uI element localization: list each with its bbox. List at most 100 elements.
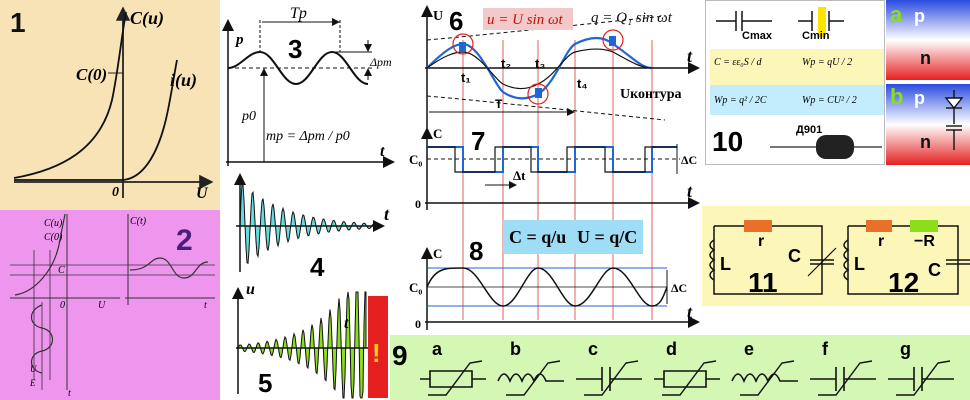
panel-11-12-circuits: r L C 11 r −R L C 12 [702,206,970,306]
svg-text:C: C [788,246,801,266]
svg-text:ΔC: ΔC [681,153,697,167]
cmax-label: Cmax [742,30,773,42]
svg-text:C: C [58,265,65,276]
symbol-label: g [900,339,911,359]
svg-text:a: a [890,2,903,27]
svg-text:C: C [928,260,941,280]
svg-text:q = Q₁ sin ωt: q = Q₁ sin ωt [591,10,673,26]
svg-text:Wp = qU / 2: Wp = qU / 2 [802,57,852,68]
svg-text:t: t [384,204,390,224]
circuit-12: r −R L C 12 [843,220,970,298]
panel-number: 4 [310,252,325,280]
svg-text:U: U [98,300,106,311]
varicap-photo-icon [770,135,882,159]
svg-text:C(0): C(0) [76,65,107,84]
svg-text:t₄: t₄ [577,76,588,91]
growing-wave [237,291,367,399]
cu-curve [13,11,127,179]
svg-text:t: t [687,181,693,201]
panel-10-formulas: Cmax Cmin C = εε₀S / d Wp = qU / 2 Wp = … [705,0,885,165]
svg-text:C(u): C(u) [130,8,164,29]
svg-text:t₂: t₂ [501,56,511,71]
panel-number: 2 [176,224,193,257]
svg-text:n: n [920,132,931,152]
panel-1-graph: 1 C(u) C(0) i(u) 0 U [10,6,214,202]
svg-text:t: t [344,315,349,332]
panel-number: 8 [469,236,483,266]
svg-text:C(u): C(u) [44,218,63,229]
svg-text:n: n [920,48,931,68]
svg-text:0: 0 [415,197,421,211]
symbol-g: g [888,339,954,396]
svg-text:C(0): C(0) [44,232,63,243]
svg-text:Uконтура: Uконтура [620,87,682,102]
svg-text:t: t [68,388,71,399]
svg-text:U: U [30,364,37,374]
panel-1-cv-characteristic: 1 C(u) C(0) i(u) 0 U [0,0,220,210]
svg-text:L: L [854,254,865,274]
svg-text:U: U [433,9,443,24]
svg-text:p0: p0 [241,109,256,124]
panel-10-graph: Cmax Cmin C = εε₀S / d Wp = qU / 2 Wp = … [710,7,884,159]
svg-text:Δt: Δt [513,168,526,183]
svg-text:ΔC: ΔC [671,281,687,295]
symbol-label: c [588,339,598,359]
svg-text:mp = Δpm / p0: mp = Δpm / p0 [266,129,350,144]
symbol-label: b [510,339,521,359]
svg-text:Wp = CU² / 2: Wp = CU² / 2 [802,95,857,106]
svg-text:C = εε₀S / d: C = εε₀S / d [714,57,763,68]
svg-text:C: C [433,246,442,261]
svg-text:t: t [687,302,693,322]
svg-text:p: p [234,32,244,48]
timing-graph: U 6 u = U sin ωt q = Q₁ sin ωt t t₁ t₂ t… [409,5,700,331]
svg-text:p: p [914,6,925,26]
panel-3-graph: Tp p 3 Δpm p0 mp = Δpm / p0 t [222,5,395,168]
panel-5-graph: u t 5 ! [232,281,388,399]
warning-bar [368,296,388,398]
panel-number: 11 [748,267,778,298]
symbol-label: a [432,339,443,359]
svg-text:U: U [196,185,209,202]
panel-4-damped-oscillation: t 4 [232,172,400,280]
svg-text:u = U sin ωt: u = U sin ωt [487,12,564,28]
svg-text:r: r [878,233,884,250]
svg-text:b: b [890,84,903,109]
svg-text:p: p [914,88,925,108]
svg-text:E: E [29,378,36,388]
panel-number: 12 [888,267,919,298]
symbol-d: d [654,339,720,396]
panel-5-growing-oscillation: u t 5 ! [232,280,390,400]
diode-icon [944,90,964,150]
panel-number: 9 [392,340,408,371]
circuit-11: r L C 11 [709,220,837,298]
panel-number: 7 [471,126,485,156]
panel-2-capacitance-time: C(u) C(0) C(t) C 0 U t U E t 2 [0,210,220,400]
formula-box [503,220,643,254]
svg-text:t: t [380,143,385,160]
svg-text:C(t): C(t) [130,216,147,227]
panel-number: 10 [712,126,743,157]
svg-text:C₀: C₀ [409,152,422,167]
svg-text:u: u [246,281,255,298]
symbol-label: d [666,339,677,359]
svg-text:Tp: Tp [290,5,307,22]
svg-text:L: L [720,254,731,274]
svg-text:i(u): i(u) [170,70,197,91]
svg-text:t₃: t₃ [535,56,545,71]
symbol-c: c [576,339,642,396]
symbol-a: a [420,339,486,396]
svg-text:t₁: t₁ [461,70,471,85]
svg-text:0: 0 [112,185,119,200]
panel-number: 1 [10,7,26,38]
svg-text:t: t [687,46,693,66]
panel-3-parametric-modulation: Tp p 3 Δpm p0 mp = Δpm / p0 t [222,0,400,170]
panel-number: 5 [258,368,272,398]
panel-2-graph: C(u) C(0) C(t) C 0 U t U E t 2 [10,213,215,399]
iu-curve [14,59,178,181]
warning-icon: ! [372,338,381,368]
svg-text:−R: −R [914,233,935,250]
svg-text:C: C [433,126,442,141]
